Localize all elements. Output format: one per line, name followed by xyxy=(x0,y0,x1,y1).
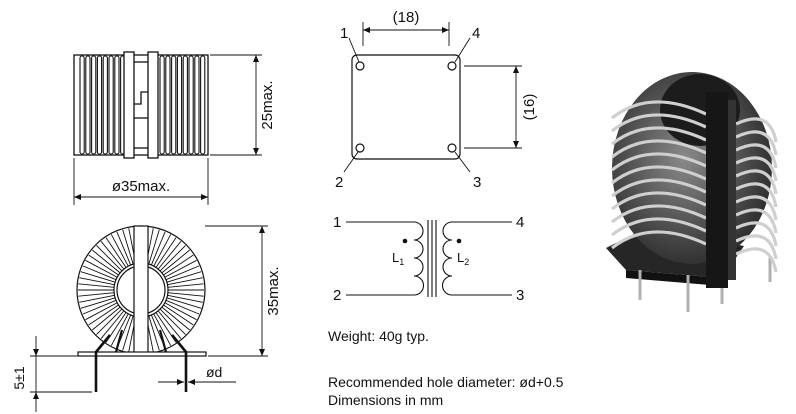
dot-l2 xyxy=(456,238,462,244)
side-view xyxy=(73,51,209,159)
units-note: Dimensions in mm xyxy=(328,392,444,408)
footprint xyxy=(343,22,522,173)
pin-2-label: 2 xyxy=(335,174,343,191)
right-winding xyxy=(159,55,206,155)
body-height-label: 25max. xyxy=(259,80,276,129)
dot-l1 xyxy=(402,238,408,244)
lead-length-label: 5±1 xyxy=(11,366,27,389)
overall-height-label: 35max. xyxy=(265,266,282,315)
inductor-l1-label: L1 xyxy=(392,250,404,267)
side-view-dimensions xyxy=(73,54,262,205)
pin-pitch-x-label: (18) xyxy=(393,9,420,26)
pin-1-label: 1 xyxy=(340,25,348,42)
photo-windings xyxy=(611,100,778,273)
hole-diameter-note: Recommended hole diameter: ød+0.5 xyxy=(328,374,564,390)
top-view-dimensions xyxy=(30,225,268,412)
schematic-pin-2: 2 xyxy=(333,287,341,304)
schematic-pin-4: 4 xyxy=(516,214,524,231)
schematic-pin-3: 3 xyxy=(516,287,524,304)
pin-3-label: 3 xyxy=(473,174,481,191)
pin-4-label: 4 xyxy=(472,25,480,42)
lead-diameter-label: ød xyxy=(206,364,222,380)
toroid-winding xyxy=(78,227,204,353)
body-diameter-label: ø35max. xyxy=(112,178,170,195)
product-photo xyxy=(606,72,778,312)
top-view xyxy=(76,225,207,392)
schematic-pin-1: 1 xyxy=(333,214,341,231)
pin-pitch-y-label: (16) xyxy=(521,94,538,121)
inductor-l2-label: L2 xyxy=(457,250,469,267)
weight-note: Weight: 40g typ. xyxy=(328,328,429,344)
schematic xyxy=(346,220,512,297)
